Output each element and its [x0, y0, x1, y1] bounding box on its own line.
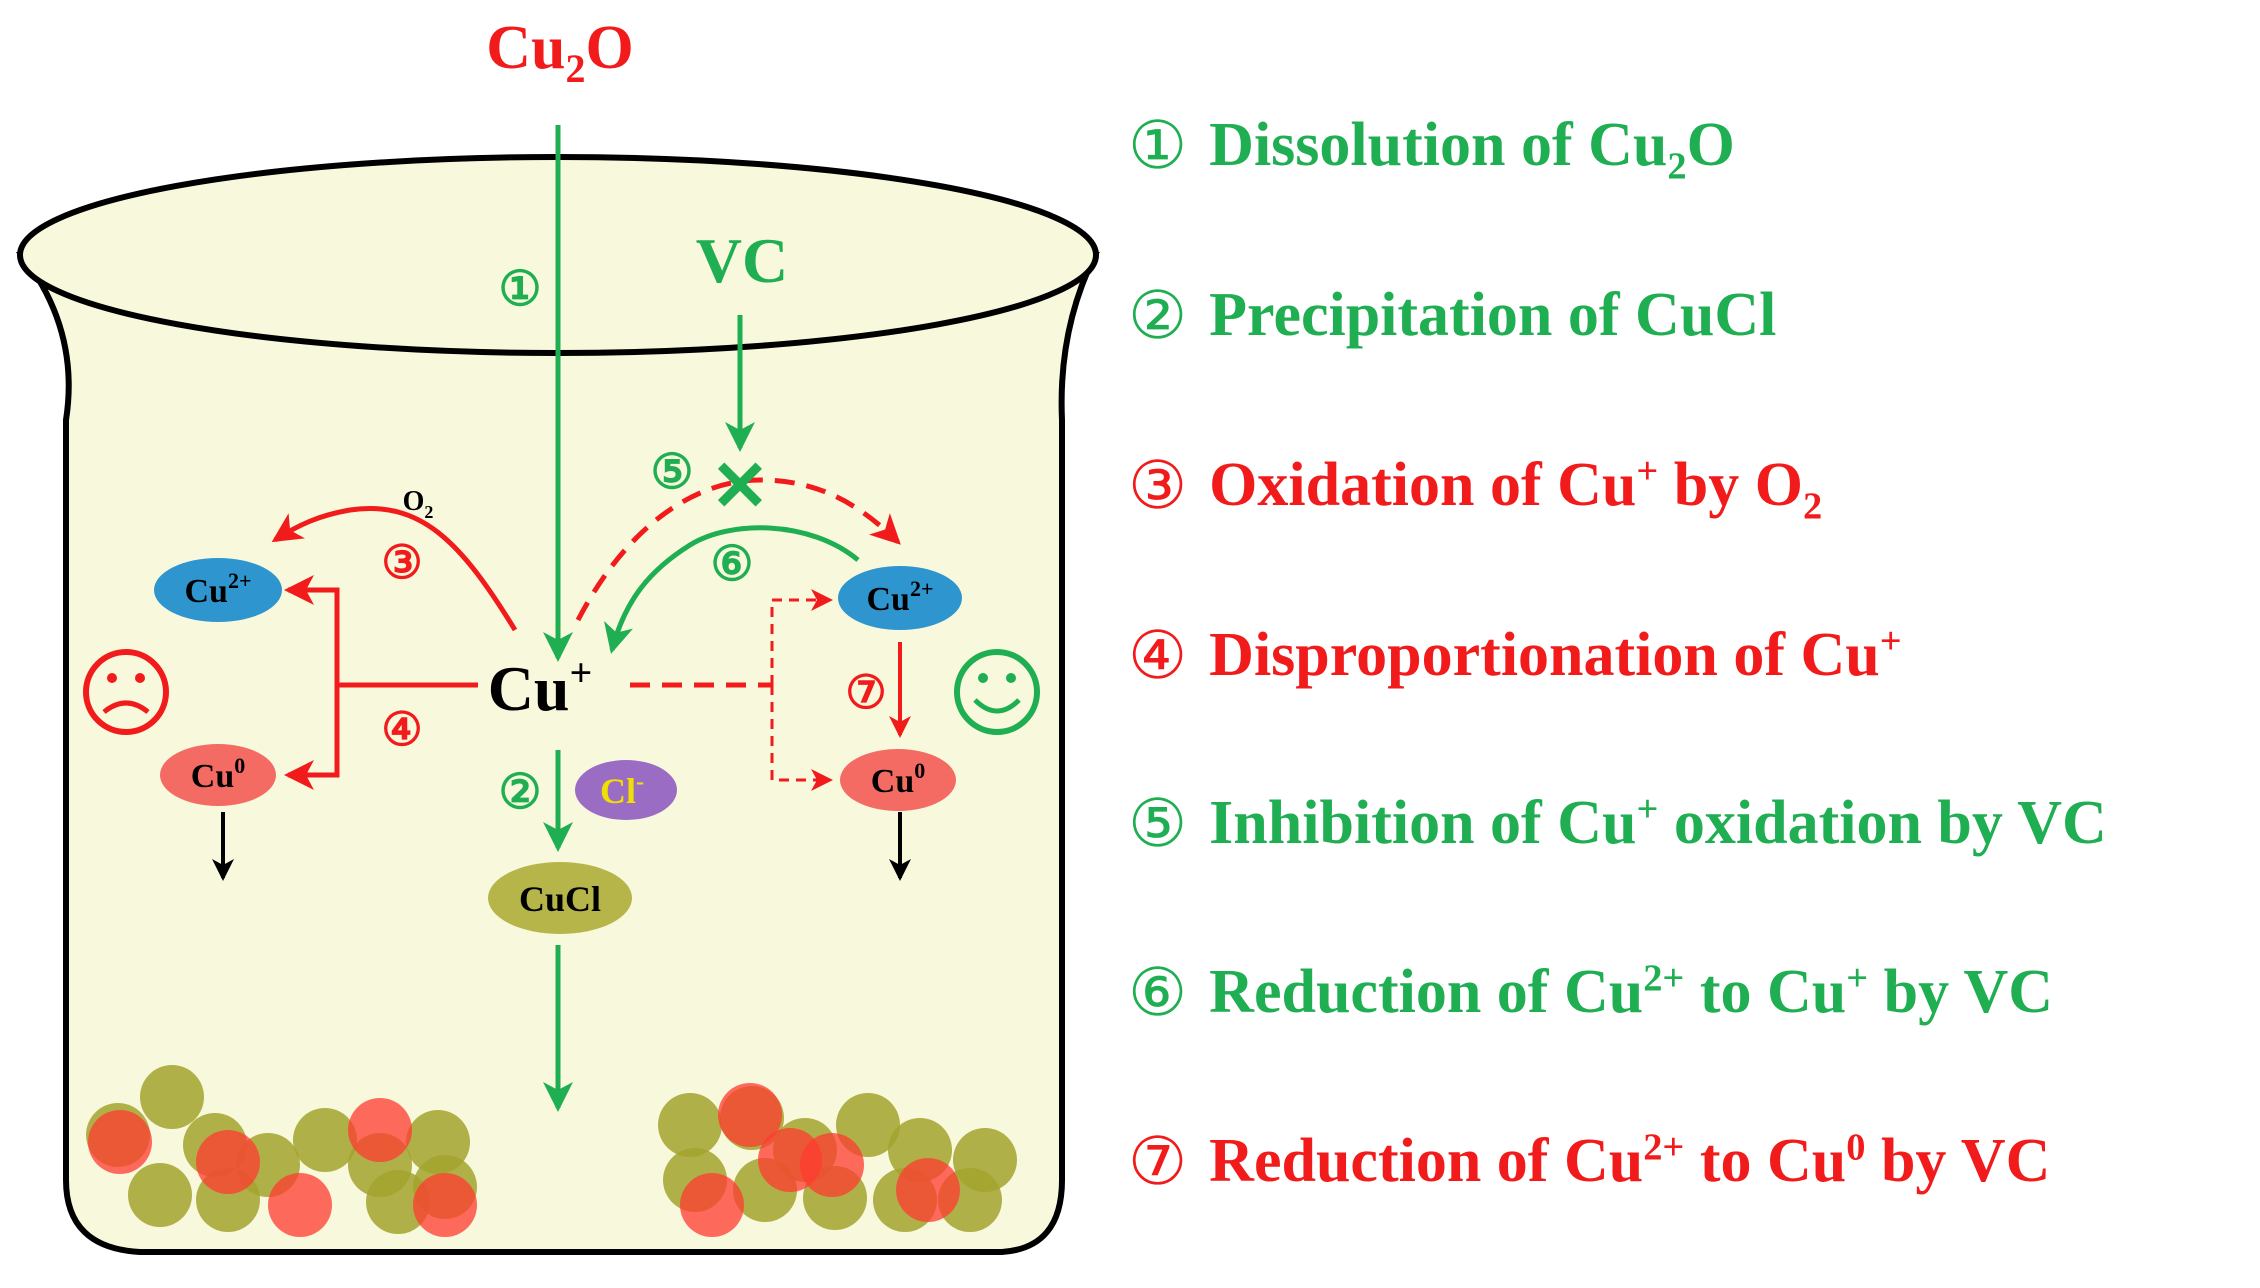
legend-text-part: Dissolution of Cu: [1209, 110, 1668, 179]
legend-item-2: ② Precipitation of CuCl: [1128, 270, 1776, 360]
legend-text-part: +: [1636, 449, 1659, 492]
cucl-label: CuCl: [519, 879, 601, 919]
arrow-right-down: [770, 685, 833, 791]
step-marker-3: ③: [381, 537, 422, 588]
legend-item-6: ⑥ Reduction of Cu2+ to Cu+ by VC: [1128, 947, 2053, 1037]
sediment-left: [86, 1065, 477, 1237]
inhibit-x-mark: ✕: [711, 449, 770, 526]
legend-text-part: to Cu: [1684, 1126, 1847, 1195]
legend-text-part: 2: [1803, 484, 1823, 527]
arrow-right-up: [770, 589, 833, 685]
cu0-left-label: Cu0: [191, 753, 245, 795]
legend-number: ③: [1128, 446, 1188, 524]
arrow-disprop-down: [284, 685, 340, 790]
cu2-right-ellipse: [838, 566, 962, 630]
legend-text-part: 2+: [1643, 1125, 1685, 1168]
legend-text-part: O: [1686, 110, 1735, 179]
legend-number: ④: [1128, 616, 1188, 694]
arrow-oxidation: [271, 506, 518, 632]
legend-number: ②: [1128, 276, 1188, 354]
happy-face-icon: [954, 649, 1040, 735]
legend-item-7: ⑦ Reduction of Cu2+ to Cu0 by VC: [1128, 1116, 2050, 1206]
legend-text: Disproportionation of Cu+: [1209, 620, 1902, 691]
cu0-right-ellipse: [840, 749, 956, 811]
cu2o-label: Cu2O: [486, 14, 634, 91]
legend-text: Reduction of Cu2+ to Cu+ by VC: [1209, 957, 2053, 1028]
cu2-left-ellipse: [154, 558, 282, 622]
o2-label: O2: [403, 486, 434, 522]
step-marker-6: ⑥: [710, 538, 753, 591]
legend-text-part: 2: [1667, 144, 1687, 187]
legend-text-part: 2+: [1643, 956, 1685, 999]
cl-label: Cl-: [600, 769, 644, 811]
legend-text-part: Disproportionation of Cu: [1209, 620, 1880, 689]
legend-text-part: Precipitation of CuCl: [1209, 280, 1777, 349]
legend-text-part: to Cu: [1684, 957, 1847, 1026]
legend-text: Dissolution of Cu2O: [1209, 110, 1735, 186]
legend-number: ①: [1128, 106, 1188, 184]
legend-text-part: Oxidation of Cu: [1209, 450, 1637, 519]
arrow-disprop-up: [284, 575, 340, 685]
cu0-left-ellipse: [160, 744, 276, 806]
legend-number: ⑤: [1128, 784, 1188, 862]
legend-text-part: by VC: [1865, 1126, 2051, 1195]
legend-item-5: ⑤ Inhibition of Cu+ oxidation by VC: [1128, 778, 2107, 868]
legend-text-part: Reduction of Cu: [1209, 1126, 1644, 1195]
legend-number: ⑦: [1128, 1122, 1188, 1200]
step-marker-4: ④: [381, 704, 422, 755]
step-marker-7: ⑦: [845, 667, 886, 718]
legend-text: Precipitation of CuCl: [1209, 280, 1776, 351]
cucl-ellipse: [488, 862, 632, 934]
step-marker-5: ⑤: [650, 446, 693, 499]
legend-text-part: +: [1846, 956, 1869, 999]
cu2-left-label: Cu2+: [184, 568, 251, 610]
legend-text-part: +: [1879, 619, 1902, 662]
arrow-reduction-cu-plus: [604, 525, 860, 654]
cu0-right-label: Cu0: [871, 758, 925, 800]
legend-text-part: +: [1636, 787, 1659, 830]
legend-text: Reduction of Cu2+ to Cu0 by VC: [1209, 1126, 2050, 1197]
arrow-inhibited-oxidation: [575, 477, 901, 622]
vc-label: VC: [696, 225, 788, 296]
cl-ellipse: [575, 760, 677, 820]
center-cu-plus: Cu+: [488, 650, 593, 724]
legend-item-4: ④ Disproportionation of Cu+: [1128, 610, 1902, 700]
cu2-right-label: Cu2+: [866, 576, 933, 618]
legend-text-part: by VC: [1868, 957, 2054, 1026]
legend-text-part: Inhibition of Cu: [1209, 788, 1637, 857]
legend-item-3: ③ Oxidation of Cu+ by O2: [1128, 440, 1822, 530]
legend-number: ⑥: [1128, 953, 1188, 1031]
legend-text: Inhibition of Cu+ oxidation by VC: [1209, 788, 2107, 859]
legend-item-1: ① Dissolution of Cu2O: [1128, 100, 1735, 190]
sediment-right: [658, 1083, 1017, 1237]
legend-text-part: by O: [1658, 450, 1803, 519]
legend-text: Oxidation of Cu+ by O2: [1209, 449, 1822, 526]
step-marker-1: ①: [498, 263, 541, 316]
legend-text-part: oxidation by VC: [1658, 788, 2107, 857]
step-marker-2: ②: [498, 766, 541, 819]
legend-text-part: 0: [1846, 1125, 1866, 1168]
legend-text-part: Reduction of Cu: [1209, 957, 1644, 1026]
sad-face-icon: [83, 649, 169, 735]
